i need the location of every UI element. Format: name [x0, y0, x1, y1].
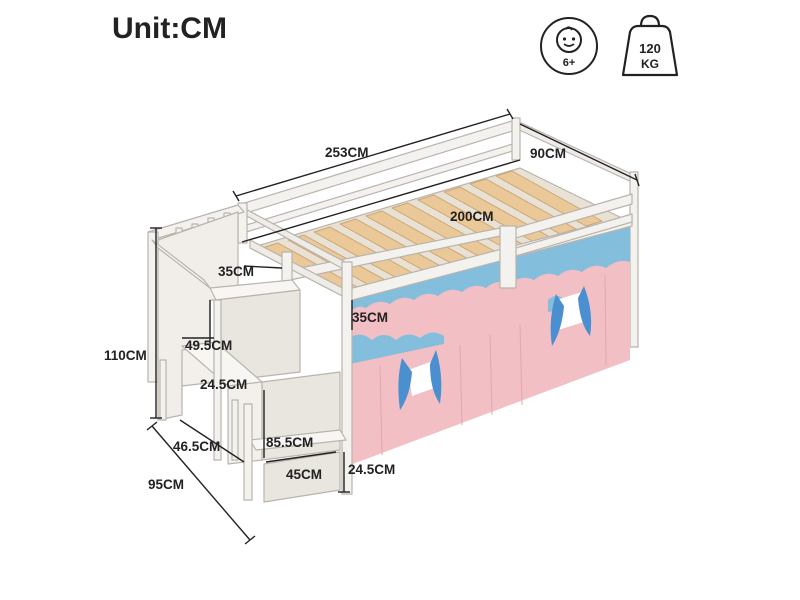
weight-unit: KG	[641, 57, 659, 71]
bed-illustration	[147, 117, 639, 503]
front-left-leg	[341, 261, 353, 495]
age-badge: 6+	[540, 17, 598, 75]
bottom-step-height-label: 24.5CM	[348, 462, 395, 477]
length-dim-line	[235, 113, 511, 197]
weight-value: 120	[639, 41, 661, 56]
step-height-label: 24.5CM	[200, 377, 247, 392]
width-label: 90CM	[530, 146, 566, 161]
mattress-dim-line	[241, 159, 521, 243]
left-tieback-b	[430, 350, 442, 404]
right-tieback-a	[550, 294, 564, 346]
step-bottom	[249, 429, 347, 451]
guard-side-height-label: 35CM	[352, 310, 388, 325]
left-tieback-a	[398, 358, 412, 410]
stair-bottom-post	[243, 403, 253, 501]
step-drawer-3	[263, 451, 341, 503]
baby-face-icon	[556, 26, 582, 53]
width-dim-line	[519, 123, 638, 181]
front-guard-post	[499, 225, 517, 289]
stair-depth-dim-line	[179, 419, 245, 463]
curtain-left-window-top	[350, 332, 444, 364]
far-corner-post	[511, 117, 521, 161]
stair-height-label: 85.5CM	[266, 435, 313, 450]
curtain-blue-valance	[350, 225, 630, 312]
length-label: 253CM	[325, 145, 369, 160]
stair-front-post	[213, 299, 222, 461]
total-depth-label: 95CM	[148, 477, 184, 492]
weight-icon	[621, 24, 679, 77]
total-height-label: 110CM	[104, 348, 147, 363]
guard-top-height-label: 35CM	[218, 264, 254, 279]
weight-badge: 120 KG	[621, 14, 679, 77]
step-top-height-label: 49.5CM	[185, 338, 232, 353]
stair-depth-label: 46.5CM	[173, 439, 220, 454]
age-label: 6+	[563, 57, 576, 69]
step-width-label: 45CM	[286, 467, 322, 482]
unit-title: Unit:CM	[112, 12, 227, 45]
step-width-dim-line	[265, 451, 337, 463]
mattress-length-label: 200CM	[450, 209, 494, 224]
tent-curtain	[350, 225, 630, 465]
age-badge-ring	[540, 17, 598, 75]
weight-handle-icon	[639, 14, 661, 27]
dimension-labels: 253CM 90CM 200CM 35CM 35CM 110CM 49.5CM …	[104, 145, 566, 492]
dimension-lines	[146, 108, 640, 545]
curtain-right-window	[556, 292, 584, 330]
staircase	[147, 204, 347, 503]
guard-top-dim-line	[243, 265, 283, 269]
depth-dim-line	[151, 425, 251, 541]
right-tieback-b	[578, 286, 592, 336]
